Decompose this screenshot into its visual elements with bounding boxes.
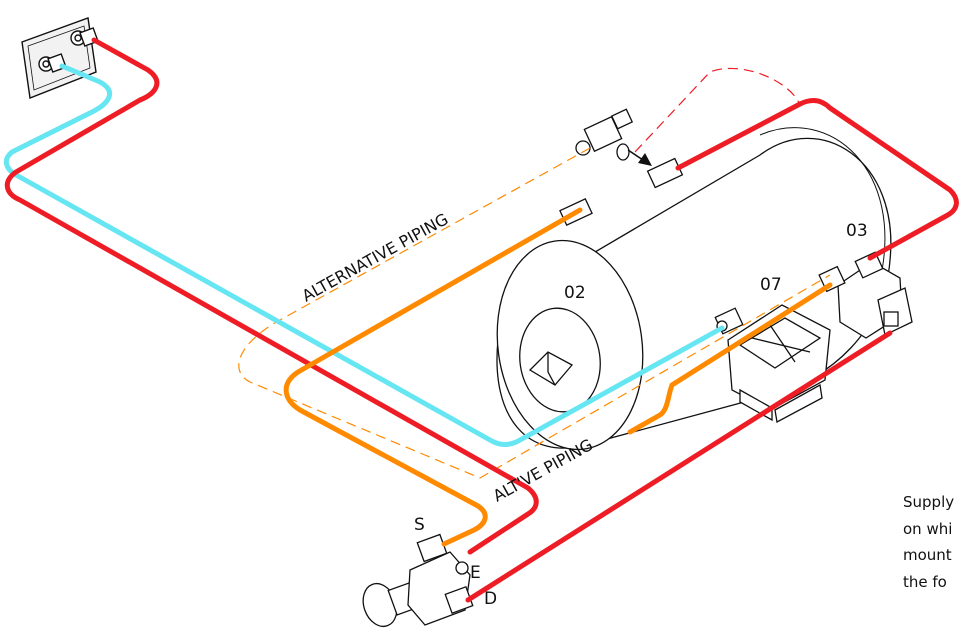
tank-to-valve-03-red [675,98,959,261]
side-note: Supply on whi mount the fo [903,493,954,591]
note-line-3: mount [903,546,952,564]
label-port-e: E [470,563,481,583]
label-part-02: 02 [564,283,586,303]
label-port-d: D [484,589,497,609]
delivery-line-cyan [3,63,725,447]
note-line-2: on whi [903,520,952,538]
label-part-07: 07 [760,275,782,295]
note-line-4: the fo [903,573,947,591]
valve-03 [818,251,913,339]
bulkhead-coupling-plate [21,17,99,99]
note-line-1: Supply [903,493,954,511]
control-line-orange [283,207,583,547]
air-reservoir-tank [496,127,892,451]
tee-fitting [575,108,634,161]
alternative-piping-red-dashed [634,67,801,153]
flow-arrow-icon [627,149,652,166]
control-line-orange-to-03 [627,282,833,435]
hand-control-valve [362,533,474,628]
label-alternative-piping: ALTERNATIVE PIPING [299,209,452,305]
label-port-s: S [414,515,425,535]
delivery-line-d-red [465,330,893,603]
alternative-piping-orange-dashed [238,147,831,479]
label-part-03: 03 [846,221,868,241]
supply-line-red [4,37,539,555]
